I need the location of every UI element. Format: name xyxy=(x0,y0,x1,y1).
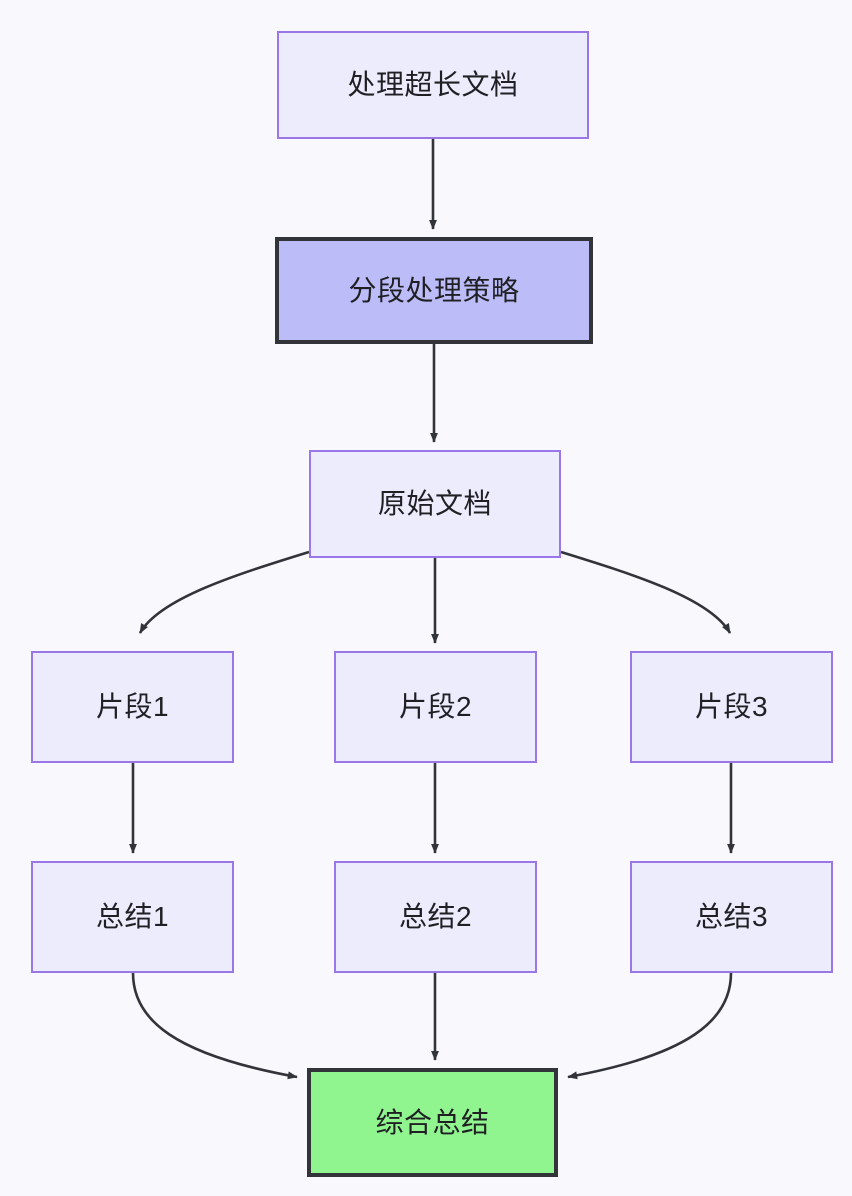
edge-sum1-to-final xyxy=(131,972,298,1080)
node-comprehensive-summary[interactable]: 综合总结 xyxy=(307,1068,558,1177)
node-label: 原始文档 xyxy=(377,488,492,520)
node-fragment-3[interactable]: 片段3 xyxy=(630,651,833,763)
edge-sum3-to-final xyxy=(567,972,733,1080)
node-label: 片段3 xyxy=(694,691,769,723)
node-label: 片段1 xyxy=(95,691,170,723)
node-chunking-strategy[interactable]: 分段处理策略 xyxy=(275,237,593,344)
node-label: 片段2 xyxy=(398,691,473,723)
edge-source-to-frag3 xyxy=(560,550,732,634)
edge-source-to-frag1 xyxy=(138,550,310,634)
node-summary-2[interactable]: 总结2 xyxy=(334,861,537,973)
node-process-long-document[interactable]: 处理超长文档 xyxy=(277,31,589,139)
node-summary-1[interactable]: 总结1 xyxy=(31,861,234,973)
node-fragment-2[interactable]: 片段2 xyxy=(334,651,537,763)
node-original-document[interactable]: 原始文档 xyxy=(309,450,561,558)
node-fragment-1[interactable]: 片段1 xyxy=(31,651,234,763)
node-label: 综合总结 xyxy=(375,1106,490,1138)
node-label: 总结1 xyxy=(95,901,170,933)
node-label: 分段处理策略 xyxy=(348,274,520,306)
node-summary-3[interactable]: 总结3 xyxy=(630,861,833,973)
node-label: 处理超长文档 xyxy=(347,69,519,101)
node-label: 总结2 xyxy=(398,901,473,933)
node-label: 总结3 xyxy=(694,901,769,933)
